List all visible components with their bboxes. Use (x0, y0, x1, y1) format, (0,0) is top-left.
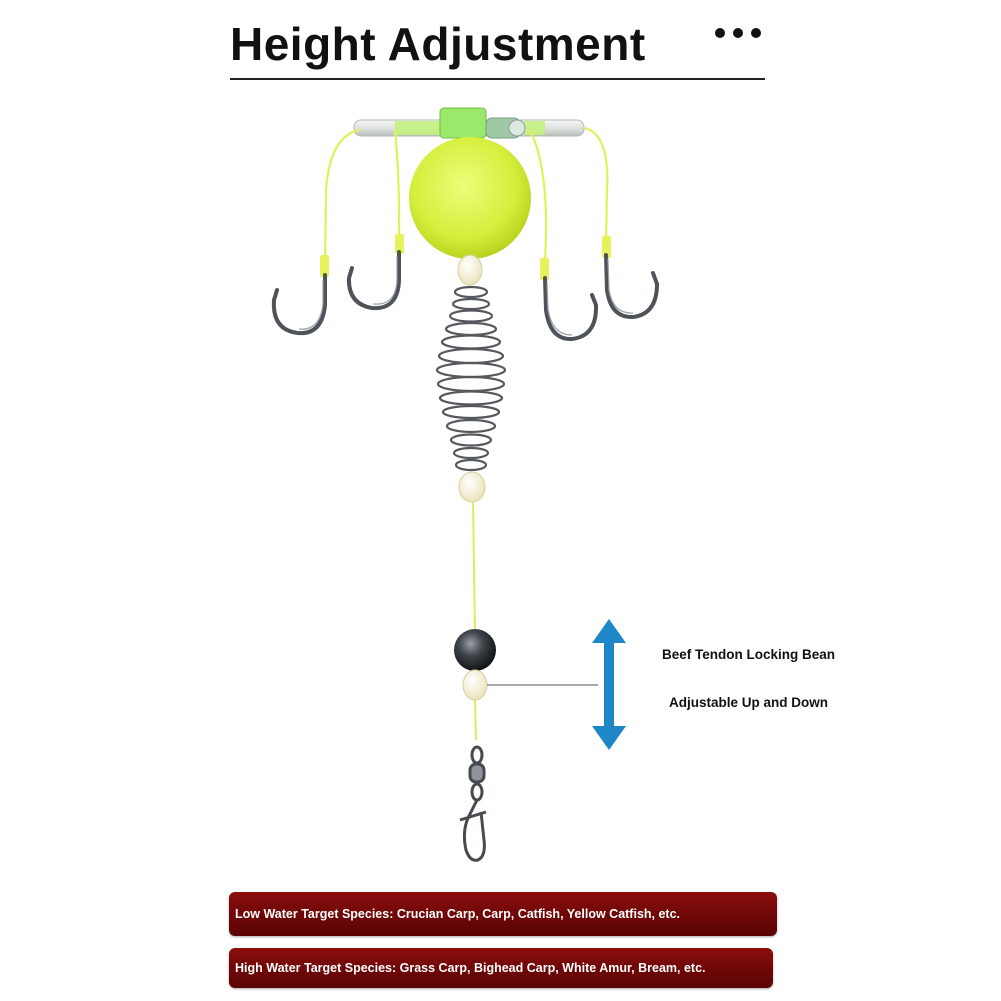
high-water-banner: High Water Target Species: Grass Carp, B… (229, 948, 773, 988)
hook-sleeves (320, 234, 611, 280)
adjustable-label: Adjustable Up and Down (669, 695, 829, 710)
crossbar (353, 107, 585, 139)
swivel-snap (459, 745, 487, 862)
high-water-text: High Water Target Species: Grass Carp, B… (235, 961, 706, 975)
more-dots-icon (715, 28, 761, 38)
up-down-arrow-icon (592, 619, 626, 750)
main-line (472, 501, 476, 633)
hooks (271, 250, 660, 341)
locking-bean-label: Beef Tendon Locking Bean (662, 647, 836, 662)
low-water-text: Low Water Target Species: Crucian Carp, … (235, 907, 681, 921)
hook-highlights (298, 256, 634, 336)
green-float-ball (409, 137, 531, 259)
top-bead (457, 254, 483, 286)
hook-leaders (323, 126, 609, 266)
title-underline (230, 78, 765, 80)
lower-line (474, 699, 477, 741)
cage-bottom-bead (458, 471, 486, 503)
locking-bean (462, 669, 488, 701)
spring-cage (435, 285, 507, 472)
page-title: Height Adjustment (230, 18, 646, 70)
low-water-banner: Low Water Target Species: Crucian Carp, … (229, 892, 777, 936)
sinker-ball (454, 629, 496, 671)
